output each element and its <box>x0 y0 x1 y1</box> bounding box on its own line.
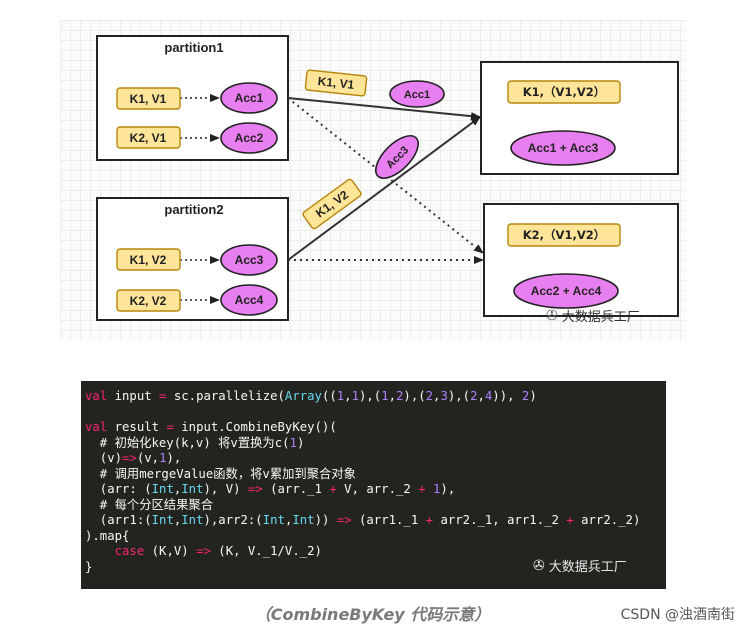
csdn-credit: CSDN @浊酒南街 <box>620 607 735 623</box>
p1-key-k2v1-label: K2, V1 <box>130 131 167 145</box>
label-acc1-text: Acc1 <box>404 89 430 101</box>
diagram-watermark-text: 大数据兵工厂 <box>561 310 640 325</box>
combine-by-key-diagram: partition1 partition2 K1, V1 K2, V1 K1, … <box>60 20 686 340</box>
code-watermark: ✇ 大数据兵工厂 <box>533 556 627 576</box>
p2-key-k1v2-label: K1, V2 <box>130 253 167 267</box>
p1-key-k1v1: K1, V1 <box>116 87 181 110</box>
label-k1v2-floating: K1, V2 <box>302 178 362 230</box>
result2-key-label: K2,（V1,V2） <box>523 228 605 242</box>
result2-key: K2,（V1,V2） <box>507 223 621 247</box>
p1-acc1-label: Acc1 <box>235 91 264 105</box>
p2-acc4: Acc4 <box>220 284 278 316</box>
result1-acc: Acc1 + Acc3 <box>510 130 616 166</box>
arrow-acc3-result1 <box>287 116 481 261</box>
result1-acc-label: Acc1 + Acc3 <box>528 141 599 155</box>
wechat-icon: ✇ <box>533 557 545 574</box>
partition2-title: partition2 <box>164 202 223 217</box>
code-watermark-text: 大数据兵工厂 <box>548 560 627 575</box>
label-k1v1-text: K1, V1 <box>317 74 355 92</box>
label-k1v1-floating: K1, V1 <box>304 69 368 97</box>
result2-acc: Acc2 + Acc4 <box>513 273 619 309</box>
diagram-canvas: partition1 partition2 K1, V1 K2, V1 K1, … <box>96 35 679 321</box>
label-acc3-floating: Acc3 <box>375 135 419 179</box>
p2-key-k2v2-label: K2, V2 <box>130 294 167 308</box>
p2-acc4-label: Acc4 <box>235 293 264 307</box>
p2-key-k2v2: K2, V2 <box>116 289 181 312</box>
result2-acc-label: Acc2 + Acc4 <box>531 284 602 298</box>
partition1-title: partition1 <box>164 40 223 55</box>
p1-acc2: Acc2 <box>220 122 278 154</box>
p1-key-k2v1: K2, V1 <box>116 126 181 149</box>
p1-acc1: Acc1 <box>220 82 278 114</box>
wechat-icon: ✇ <box>546 307 558 324</box>
result1-key-label: K1,（V1,V2） <box>523 85 605 99</box>
p2-acc3-label: Acc3 <box>235 253 264 267</box>
p2-key-k1v2: K1, V2 <box>116 248 181 271</box>
p2-acc3: Acc3 <box>220 244 278 276</box>
label-acc1-floating: Acc1 <box>389 80 445 108</box>
code-text: val input = sc.parallelize(Array((1,1),(… <box>85 389 641 574</box>
p1-acc2-label: Acc2 <box>235 131 264 145</box>
code-block: val input = sc.parallelize(Array((1,1),(… <box>81 381 666 589</box>
p1-key-k1v1-label: K1, V1 <box>130 92 167 106</box>
arrow-acc1-result1 <box>287 97 481 121</box>
diagram-watermark: ✇ 大数据兵工厂 <box>546 306 640 326</box>
figure-caption: （CombineByKey 代码示意） <box>254 605 491 624</box>
result1-key: K1,（V1,V2） <box>507 80 621 104</box>
